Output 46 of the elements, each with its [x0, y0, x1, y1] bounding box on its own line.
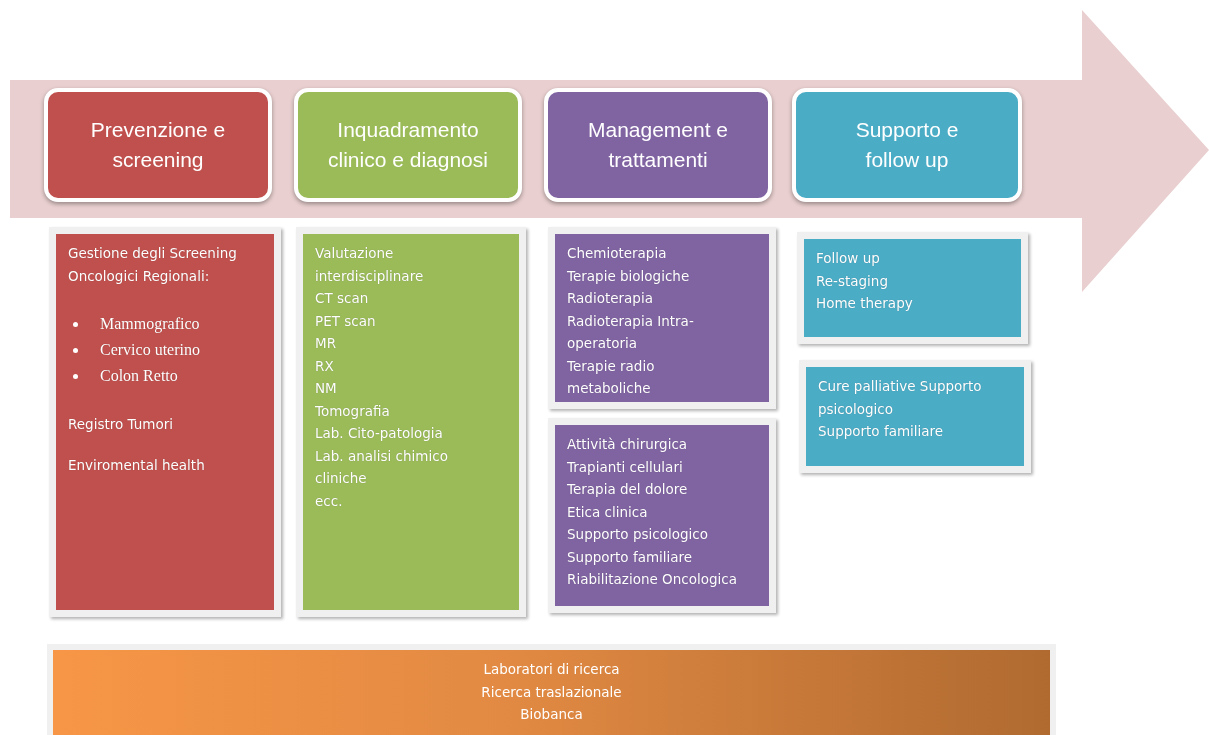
list-item: RX	[315, 356, 335, 376]
list-item: Chemioterapia	[567, 244, 668, 263]
list-item: Lab. Cito-patologia	[315, 424, 444, 443]
bar-text: Biobanca	[519, 705, 584, 724]
list-item: Registro Tumori	[68, 415, 174, 434]
research-bar	[47, 644, 1056, 735]
list-item: Cure palliative Supporto psicologico	[818, 377, 983, 419]
list-item: Gestione degli Screening Oncologici Regionali:	[68, 244, 238, 286]
list-item: PET scan	[315, 311, 377, 331]
bullet-item: Cervico uterino	[100, 337, 264, 363]
list-item: NM	[315, 379, 338, 398]
list-item: Radioterapia Intra-operatoria	[567, 311, 695, 353]
activity-panel	[799, 360, 1031, 473]
list-item: Attività chirurgica	[567, 435, 689, 454]
list-item: Riabilitazione Oncologica	[567, 570, 738, 589]
bar-text: Laboratori di ricerca	[482, 660, 621, 679]
stage-header-box: Supporto e follow up	[792, 88, 1022, 202]
stage-header-box: Inquadramento clinico e diagnosi	[294, 88, 522, 202]
activity-panel	[49, 227, 281, 617]
list-item: Terapie biologiche	[567, 266, 691, 286]
list-item: Re-staging	[816, 271, 889, 291]
bar-text: Ricerca traslazionale	[480, 682, 623, 702]
list-item: Supporto psicologico	[567, 525, 709, 544]
activity-panel	[296, 227, 526, 617]
list-item: Enviromental health	[68, 455, 206, 475]
list-item: MR	[315, 334, 338, 353]
bullet-item: Colon Retto	[100, 363, 264, 389]
list-item: Follow up	[816, 249, 881, 268]
list-item: Terapie radio metaboliche	[567, 356, 656, 398]
list-item: Terapia del dolore	[567, 480, 689, 499]
list-item: Supporto familiare	[818, 422, 945, 441]
list-item: Home therapy	[816, 294, 914, 313]
list-item: ecc.	[315, 491, 344, 511]
list-item: Supporto familiare	[567, 547, 694, 567]
list-item: Tomografia	[315, 401, 391, 421]
activity-panel	[548, 227, 776, 409]
list-item: Valutazione interdisciplinare	[315, 244, 425, 286]
stage-header-box: Management e trattamenti	[544, 88, 772, 202]
list-item: Etica clinica	[567, 502, 649, 522]
list-item: CT scan	[315, 289, 370, 308]
list-item: Trapianti cellulari	[567, 457, 684, 477]
activity-panel	[797, 232, 1028, 344]
activity-panel	[548, 418, 776, 613]
list-item: Radioterapia	[567, 289, 654, 308]
stage-header-box: Prevenzione e screening	[44, 88, 272, 202]
bullet-item: Mammografico	[100, 311, 264, 337]
